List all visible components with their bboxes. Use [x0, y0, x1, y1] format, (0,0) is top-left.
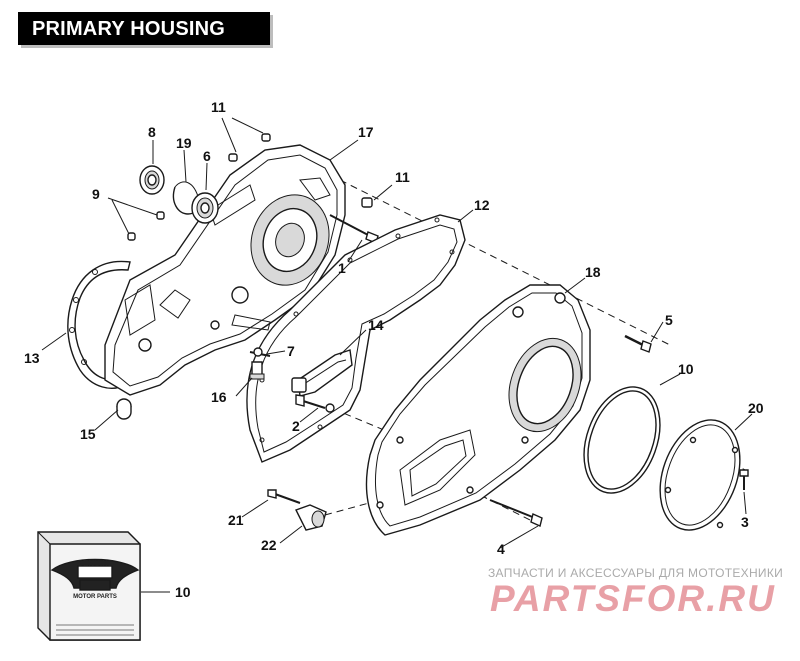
callout-11b: 11	[395, 169, 410, 185]
callout-18: 18	[585, 264, 601, 280]
bearing-6	[191, 192, 219, 224]
callout-2: 2	[292, 418, 300, 434]
watermark-brand: PARTSFOR.RU	[490, 578, 776, 619]
callout-21: 21	[228, 512, 244, 528]
callout-5: 5	[665, 312, 673, 328]
dowels-9	[127, 211, 165, 241]
primary-cover-18	[365, 284, 591, 536]
seal-8	[139, 165, 165, 195]
screw-21	[267, 489, 301, 504]
callout-7: 7	[287, 343, 295, 359]
callout-3: 3	[741, 514, 749, 530]
callout-15: 15	[80, 426, 96, 442]
screw-3	[739, 469, 749, 490]
callout-10b: 10	[175, 584, 191, 600]
leader-lines	[41, 117, 753, 593]
inner-primary-housing-17	[104, 144, 346, 396]
callout-8: 8	[148, 124, 156, 140]
watermark-tagline: ЗАПЧАСТИ И АКСЕССУАРЫ ДЛЯ МОТОТЕХНИКИ	[488, 566, 784, 580]
service-manual-10: GENUINE MOTOR PARTS	[37, 531, 141, 641]
bolt-4	[489, 499, 543, 527]
o-ring-10	[583, 386, 661, 494]
title-box: PRIMARY HOUSING	[18, 12, 270, 45]
callout-19: 19	[176, 135, 192, 151]
callout-14: 14	[368, 317, 384, 333]
callout-20: 20	[748, 400, 764, 416]
spacer-22	[295, 504, 327, 531]
callout-1: 1	[338, 260, 346, 276]
badge-genuine: GENUINE	[77, 559, 114, 568]
genuine-motor-parts-badge: GENUINE MOTOR PARTS	[50, 558, 140, 600]
callout-13: 13	[24, 350, 40, 366]
callout-12: 12	[474, 197, 490, 213]
screw-7	[249, 347, 271, 357]
derby-cover-20	[659, 419, 741, 531]
callout-9: 9	[92, 186, 100, 202]
callout-16: 16	[211, 389, 227, 405]
callout-22: 22	[261, 537, 277, 553]
bolt-2	[295, 394, 335, 413]
dowel-15	[116, 398, 132, 420]
dowels-11	[228, 133, 373, 208]
callout-11a: 11	[211, 99, 226, 115]
plug-16	[249, 361, 265, 380]
callout-4: 4	[497, 541, 505, 557]
badge-motor-parts: MOTOR PARTS	[73, 594, 117, 600]
page-title: PRIMARY HOUSING	[32, 18, 226, 40]
callout-17: 17	[358, 124, 374, 140]
callout-labels: 11 17 8 19 6 11 12 9 1 18 5 13 14 7 10 1…	[24, 99, 764, 600]
callout-6: 6	[203, 148, 211, 164]
bolt-5	[624, 334, 652, 353]
callout-10a: 10	[678, 361, 694, 377]
